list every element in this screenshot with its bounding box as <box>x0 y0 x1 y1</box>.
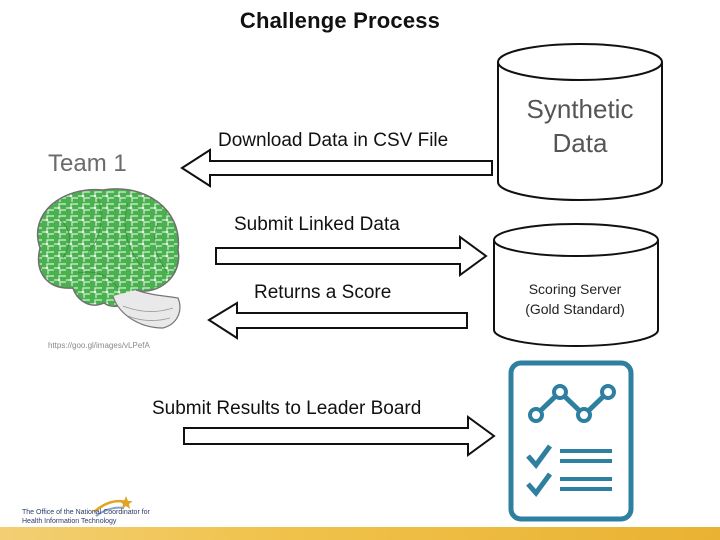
submit-linked-label: Submit Linked Data <box>234 214 400 235</box>
page-title: Challenge Process <box>239 8 441 33</box>
synthetic-data-database <box>497 43 663 201</box>
submit-results-arrow <box>183 415 496 457</box>
returns-score-label: Returns a Score <box>254 282 392 303</box>
synthetic-line1: Synthetic <box>526 94 634 124</box>
onc-logo-line1: The Office of the National Coordinator f… <box>22 509 150 516</box>
scoring-line2: (Gold Standard) <box>525 301 625 317</box>
circuit-brain-image <box>36 188 181 329</box>
team-label: Team 1 <box>48 150 127 177</box>
returns-score-arrow <box>207 301 468 340</box>
submit-linked-arrow <box>215 235 488 277</box>
onc-logo-line2: Health Information Technology <box>22 518 117 525</box>
download-label: Download Data in CSV File <box>218 130 449 151</box>
leaderboard-report-icon <box>508 360 634 522</box>
synthetic-line2: Data <box>552 128 608 158</box>
footer-bar <box>0 527 720 540</box>
submit-results-label: Submit Results to Leader Board <box>152 398 422 419</box>
scoring-server-label: Scoring Server (Gold Standard) <box>490 279 660 319</box>
scoring-line1: Scoring Server <box>528 281 622 297</box>
onc-logo-swoosh-icon <box>93 496 132 517</box>
image-credit: https://goo.gl/images/vLPefA <box>48 341 150 350</box>
synthetic-data-label: Synthetic Data <box>495 92 665 160</box>
download-arrow <box>180 148 493 188</box>
scoring-server-database <box>493 223 659 347</box>
